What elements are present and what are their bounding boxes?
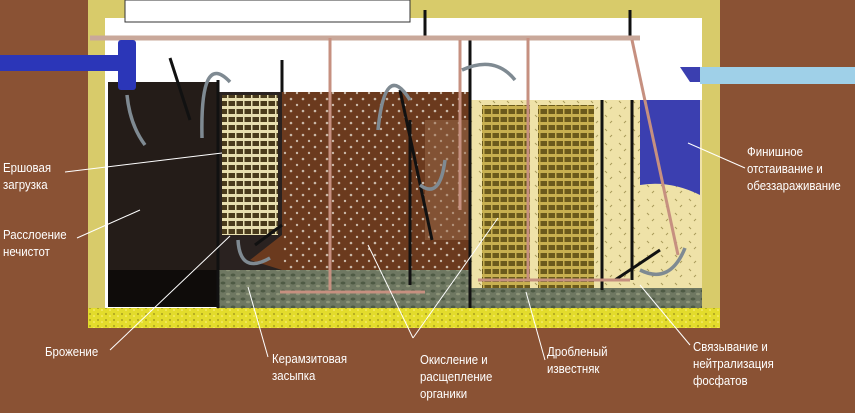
label-line: нейтрализация	[693, 356, 774, 371]
label-line: обеззараживание	[747, 178, 841, 193]
label-line: Дробленый	[547, 344, 608, 359]
brush-load-2	[482, 105, 530, 295]
flow-arrows	[125, 62, 687, 276]
label-separation: Расслоение нечистот	[3, 226, 67, 260]
label-brush-load: Ершовая загрузка	[3, 159, 51, 193]
label-line: расщепление	[420, 369, 493, 384]
label-line: засыпка	[272, 368, 316, 383]
label-line: органики	[420, 386, 468, 401]
label-line: известняк	[547, 361, 600, 376]
label-line: Керамзитовая	[272, 351, 348, 366]
label-limestone: Дробленый известняк	[547, 343, 607, 377]
label-phosphates: Связывание и нейтрализация фосфатов	[693, 338, 774, 389]
sand-base	[88, 308, 720, 328]
leader-lines	[64, 142, 746, 361]
label-line: фосфатов	[693, 373, 748, 388]
label-fermentation: Брожение	[45, 343, 98, 360]
label-line: отстаивание и	[747, 161, 823, 176]
limestone-fill	[470, 288, 702, 308]
sludge-chamber	[108, 82, 218, 307]
clean-water	[640, 100, 700, 195]
label-line: Финишное	[747, 144, 804, 159]
brush-load	[222, 95, 278, 235]
clay-fill	[218, 270, 470, 308]
label-line: Связывание и	[693, 339, 768, 354]
hatch	[124, 0, 411, 23]
label-oxidation: Окисление и расщепление органики	[420, 351, 492, 402]
label-final-settling: Финишное отстаивание и обеззараживание	[747, 143, 841, 194]
label-line: Брожение	[45, 344, 99, 359]
tank	[0, 0, 855, 328]
label-clay-fill: Керамзитовая засыпка	[272, 350, 347, 384]
label-line: загрузка	[3, 177, 48, 192]
label-line: Ершовая	[3, 160, 52, 175]
label-line: Расслоение	[3, 227, 67, 242]
label-line: нечистот	[3, 244, 50, 259]
outlet-pipe	[700, 67, 855, 84]
inlet-pipe	[0, 55, 130, 71]
label-line: Окисление и	[420, 352, 488, 367]
